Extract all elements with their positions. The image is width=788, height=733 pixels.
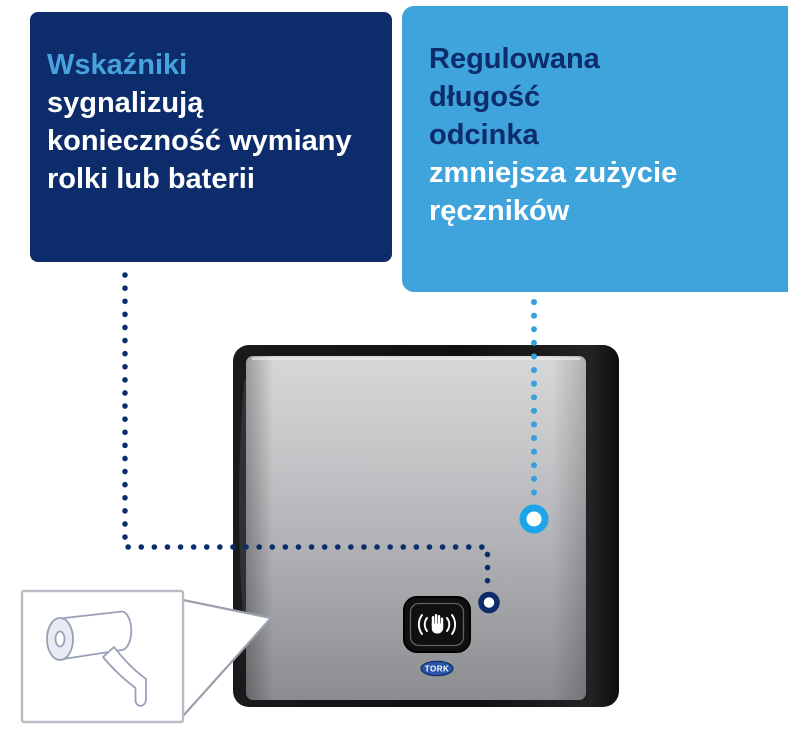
callout-sheet-length-line-2: ręczników [429,195,570,227]
connector-left-dotted [122,272,491,587]
inset-detail [20,589,185,724]
callout-indicators-line-3: rolki lub baterii [47,163,255,195]
callout-sheet-length-line-1: zmniejsza zużycie [429,157,678,189]
blue-ring-icon [519,504,549,534]
dispenser-front-shading [246,356,586,700]
hand-proximity-sensor-icon [417,614,457,635]
sensor-inner-outline [409,602,465,647]
tork-logo: TORK [420,660,454,677]
hand-sensor [403,596,471,653]
callout-sheet-length: Regulowana długość odcinka zmniejsza zuż… [402,6,788,292]
callout-indicators-title: Wskaźniki [47,49,188,81]
callout-indicators-line-1: sygnalizują [47,87,204,119]
tork-logo-text: TORK [425,665,450,674]
callout-sheet-length-title-2: długość [429,81,541,113]
paper-roll-icon [46,610,147,707]
callout-sheet-length-title-3: odcinka [429,119,539,151]
callout-sheet-length-title-1: Regulowana [429,43,600,75]
callout-indicators: Wskaźniki sygnalizują konieczność wymian… [30,12,392,262]
navy-ring-icon [478,591,500,614]
dispenser-side-shade [238,380,246,650]
tork-logo-oval [420,660,454,677]
callout-indicators-line-2: konieczność wymiany [47,125,352,157]
panel-top-highlight [252,357,580,360]
dispenser: TORK [233,345,619,707]
